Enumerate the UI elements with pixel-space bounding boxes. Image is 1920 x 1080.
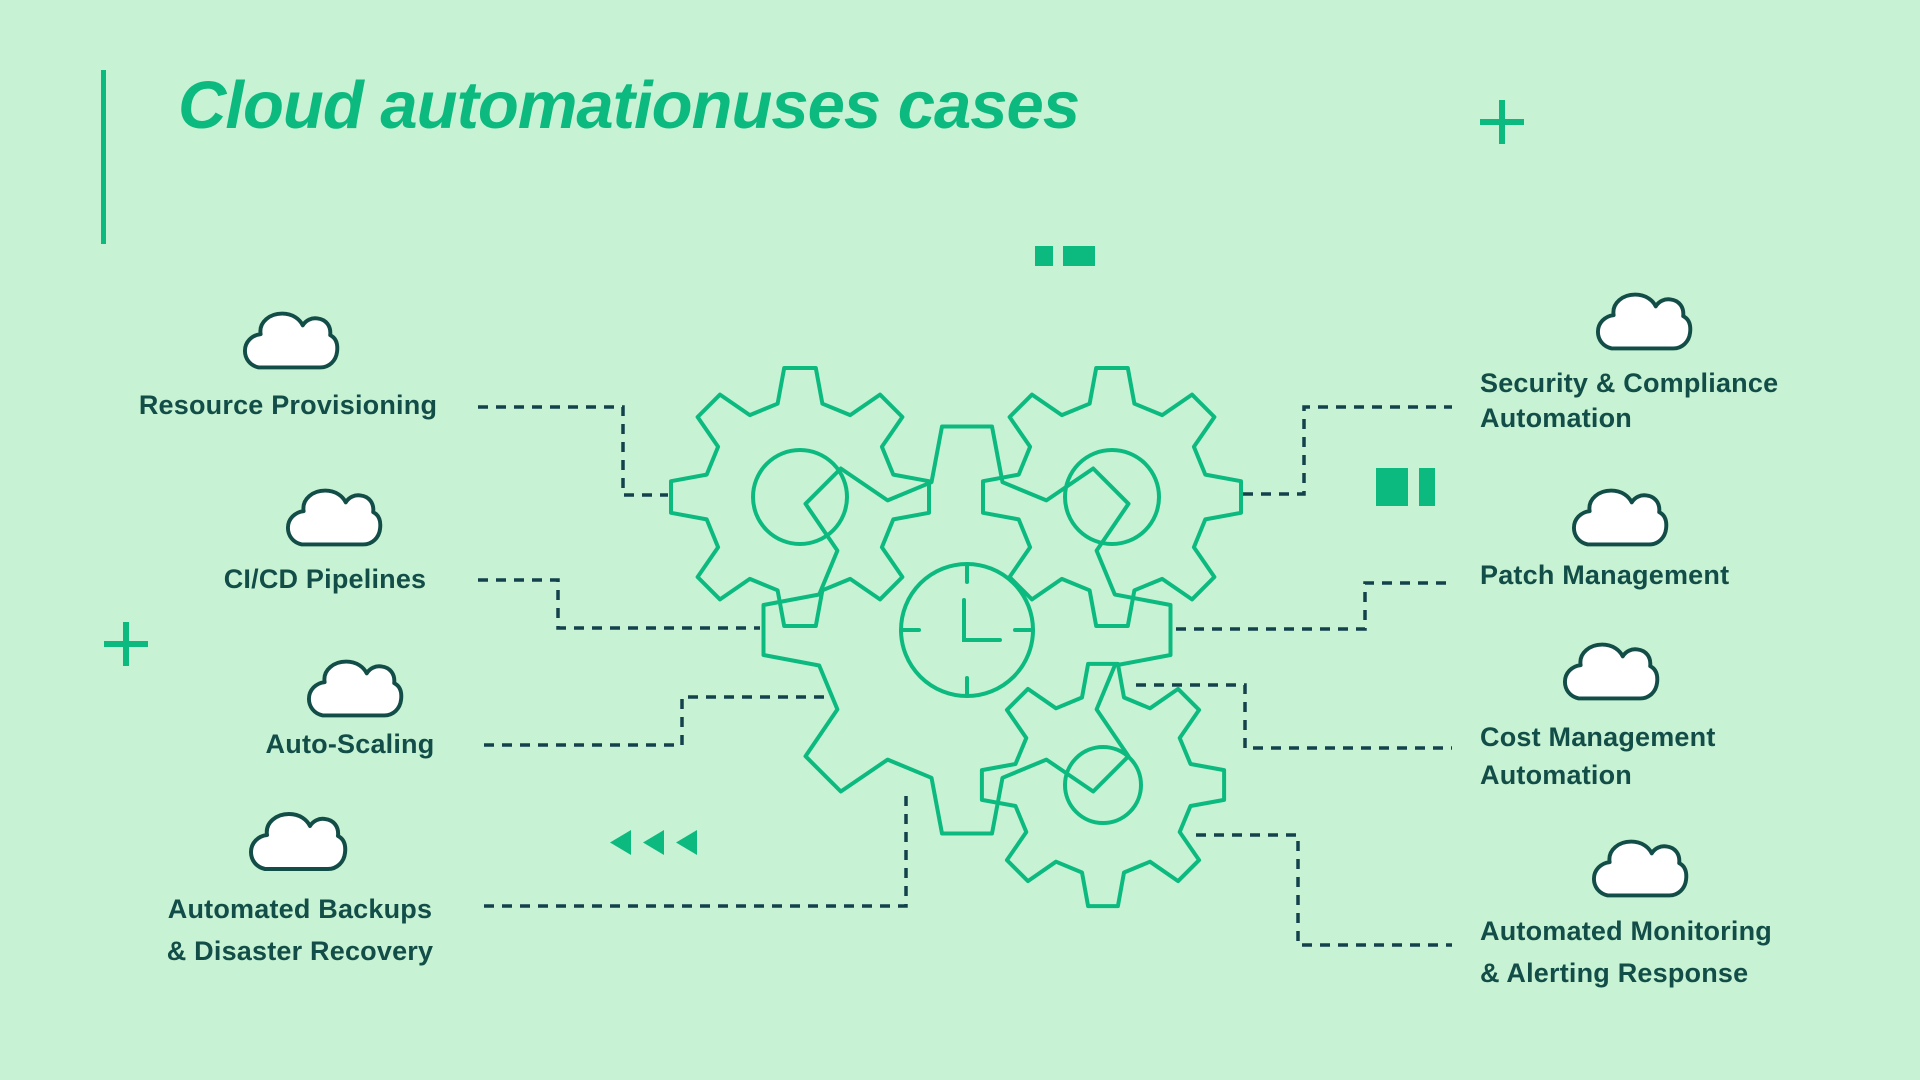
title-line-1: Cloud automation <box>178 68 732 143</box>
square-decoration <box>1376 468 1435 506</box>
connector-automated-monitoring <box>1196 833 1452 947</box>
cloud-icon <box>285 488 383 547</box>
cloud-icon <box>251 814 345 869</box>
gear-center-large <box>761 424 1173 836</box>
title-accent-bar <box>101 70 106 244</box>
gear-bottom-right <box>979 661 1227 909</box>
page-title: Cloud automationuses cases <box>178 62 1080 150</box>
gear-top-right <box>981 366 1243 628</box>
gear-top-left-hole <box>751 448 849 546</box>
gear-bottom-right-hole <box>1063 745 1143 825</box>
cloud-icon <box>1571 488 1669 547</box>
connector-resource-provisioning <box>478 405 668 497</box>
cloud-icon <box>242 311 340 370</box>
decorations <box>104 100 1524 855</box>
connector-automated-backups <box>484 790 908 908</box>
plus-icon <box>104 622 148 666</box>
label-automated-monitoring: Automated Monitoring & Alerting Response <box>1480 916 1772 988</box>
cloud-icon <box>1562 642 1660 701</box>
triangle-decoration <box>610 830 697 855</box>
connector-cost-management <box>1136 683 1452 750</box>
cloud-icon <box>306 659 404 718</box>
connector-security-compliance <box>1243 405 1452 496</box>
label-cost-management: Cost Management Automation <box>1480 722 1716 790</box>
plus-icon <box>1480 100 1524 144</box>
clock-face-icon <box>899 562 1035 698</box>
connector-cicd-pipelines <box>478 578 760 630</box>
gears-illustration <box>669 366 1243 909</box>
connector-lines <box>478 405 1452 947</box>
gear-top-left <box>669 366 931 628</box>
title-line-2: uses cases <box>731 68 1080 143</box>
label-automated-backups: Automated Backups & Disaster Recovery <box>166 894 434 966</box>
gear-top-right-hole <box>1063 448 1161 546</box>
connector-patch-management <box>1176 581 1452 631</box>
cloud-icon <box>1591 839 1689 898</box>
square-decoration <box>1035 246 1095 266</box>
cloud-icon <box>1595 292 1693 351</box>
title-block: Cloud automationuses cases <box>178 62 1080 150</box>
label-cicd-pipelines: CI/CD Pipelines <box>223 564 427 594</box>
label-patch-management: Patch Management <box>1480 560 1730 590</box>
connector-auto-scaling <box>484 695 826 747</box>
label-security-compliance: Security & Compliance Automation <box>1480 368 1779 433</box>
label-resource-provisioning: Resource Provisioning <box>138 390 438 420</box>
label-auto-scaling: Auto-Scaling <box>265 729 435 759</box>
